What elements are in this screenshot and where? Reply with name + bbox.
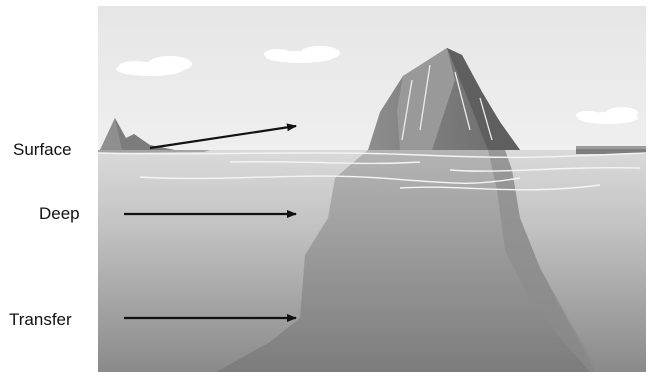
- transfer-label: Transfer: [9, 310, 72, 330]
- deep-label: Deep: [39, 204, 80, 224]
- surface-label: Surface: [13, 140, 72, 160]
- sky: [98, 6, 646, 152]
